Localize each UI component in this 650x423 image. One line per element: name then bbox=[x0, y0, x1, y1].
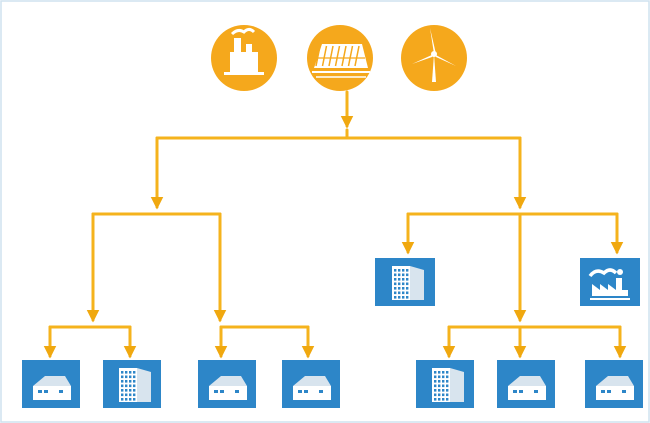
house-icon bbox=[209, 376, 247, 400]
office-building-icon bbox=[432, 368, 464, 402]
house-node bbox=[22, 360, 80, 408]
solar-farm-source bbox=[307, 25, 373, 91]
connector-lines bbox=[43, 90, 627, 359]
house-icon bbox=[508, 376, 546, 400]
solar-panel-icon bbox=[312, 44, 370, 78]
house-node bbox=[497, 360, 555, 408]
house-node bbox=[198, 360, 256, 408]
house-icon bbox=[293, 376, 331, 400]
factory-node bbox=[580, 258, 640, 306]
house-icon bbox=[596, 376, 634, 400]
wind-farm-source bbox=[401, 25, 467, 91]
power-sources bbox=[211, 25, 467, 91]
house-icon bbox=[33, 376, 71, 400]
office-building-icon bbox=[392, 266, 424, 300]
consumers bbox=[22, 258, 643, 408]
office-building-icon bbox=[119, 368, 151, 402]
office-building-node bbox=[103, 360, 161, 408]
factory-icon bbox=[588, 268, 630, 300]
wind-turbine-icon bbox=[412, 28, 456, 82]
power-plant-icon bbox=[224, 28, 264, 75]
office-building-node bbox=[416, 360, 474, 408]
power-plant-source bbox=[211, 25, 277, 91]
house-node bbox=[282, 360, 340, 408]
house-node bbox=[585, 360, 643, 408]
office-building-node bbox=[375, 258, 435, 306]
